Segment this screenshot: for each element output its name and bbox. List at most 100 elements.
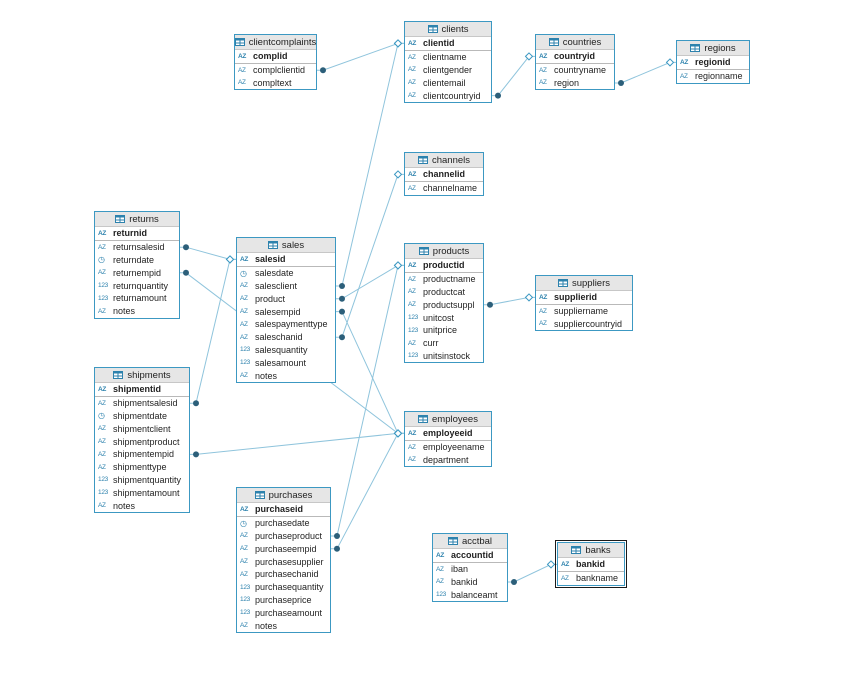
table-header[interactable]: suppliers <box>536 276 632 291</box>
relationship-line[interactable] <box>336 311 404 434</box>
table-header[interactable]: purchases <box>237 488 330 503</box>
table-header[interactable]: clients <box>405 22 491 37</box>
relationship-line[interactable] <box>615 61 676 84</box>
relationship-line[interactable] <box>336 173 404 338</box>
table-header[interactable]: shipments <box>95 368 189 383</box>
relationship-line[interactable] <box>331 432 404 550</box>
relationship-line[interactable] <box>190 432 404 455</box>
relationship-line[interactable] <box>336 42 404 287</box>
table-header[interactable]: acctbal <box>433 534 507 549</box>
table-header[interactable]: employees <box>405 412 491 427</box>
table-header[interactable]: regions <box>677 41 749 56</box>
table-header[interactable]: channels <box>405 153 483 168</box>
table-header[interactable]: sales <box>237 238 335 253</box>
table-header[interactable]: products <box>405 244 483 259</box>
table-header[interactable]: clientcomplaints <box>234 35 316 50</box>
relationship-line[interactable] <box>317 42 404 71</box>
relationship-line[interactable] <box>492 55 535 97</box>
table-header[interactable]: countries <box>536 35 614 50</box>
table-header[interactable]: banks <box>558 543 624 558</box>
column-row[interactable]: ◷salesdate <box>237 267 335 280</box>
column-row[interactable]: ◷purchasedate <box>237 517 330 530</box>
relationship-line[interactable] <box>180 246 236 260</box>
